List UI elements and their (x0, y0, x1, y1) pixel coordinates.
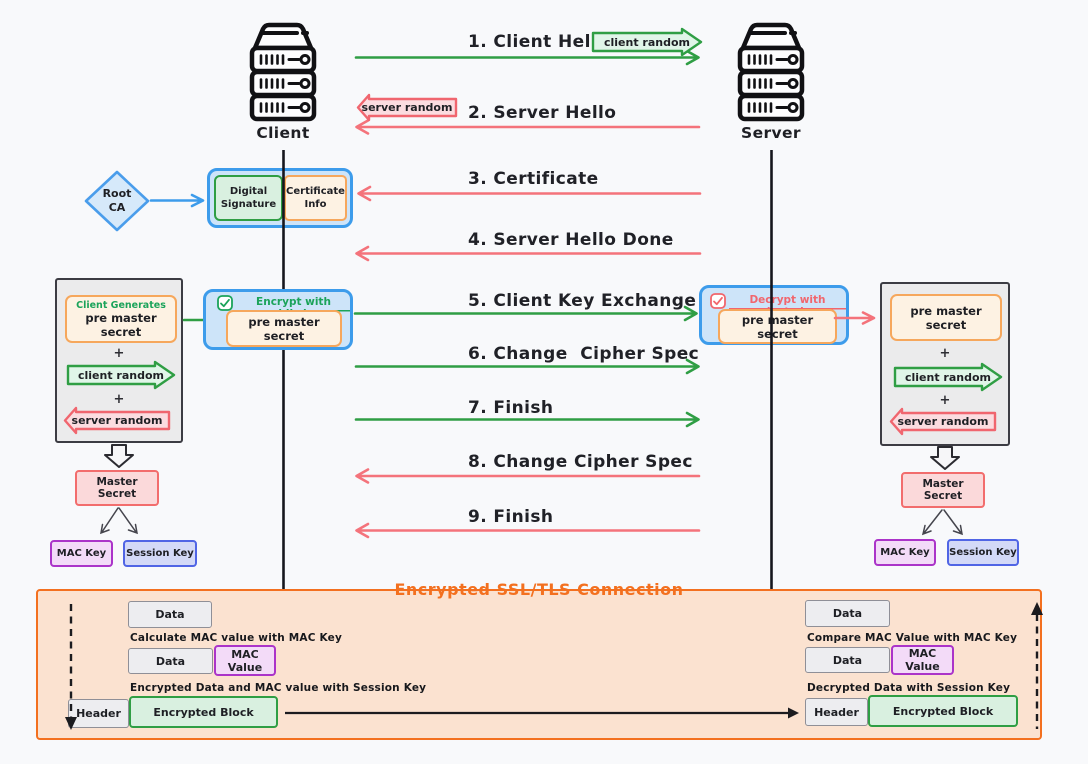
caption-encrypted-data: Encrypted Data and MAC value with Sessio… (130, 682, 427, 694)
message-label-1: 1. Client Hello (468, 32, 610, 52)
client-pre-master-secret-box: Client Generates pre master secret (65, 295, 177, 343)
server-pre-master-secret-box: pre master secret (890, 294, 1002, 341)
root-ca-diamond: Root CA (84, 170, 150, 232)
client-random-badge: client random (591, 27, 703, 57)
server-icon (737, 22, 805, 122)
caption-calculate-mac: Calculate MAC value with MAC Key (130, 632, 342, 644)
data-box: Data (805, 647, 890, 673)
mac-key-box: MAC Key (50, 540, 113, 567)
server-label: Server (741, 124, 801, 142)
header-box: Header (68, 699, 129, 728)
master-secret-box: Master Secret (901, 472, 985, 508)
mac-value-box: MAC Value (891, 645, 954, 675)
client-random-label: client random (904, 370, 991, 384)
client-random-pennant: client random (66, 360, 176, 390)
encrypted-block-box: Encrypted Block (868, 695, 1018, 727)
server-random-badge: server random (356, 93, 458, 122)
mac-value-box: MAC Value (214, 645, 276, 676)
header-box: Header (805, 698, 868, 726)
client-generates-label: Client Generates (76, 299, 166, 311)
pre-master-secret-box: pre master secret (718, 309, 837, 344)
caption-decrypted-data: Decrypted Data with Session Key (807, 682, 1011, 694)
message-label-2: 2. Server Hello (468, 103, 617, 123)
data-box: Data (128, 601, 212, 628)
message-label-9: 9. Finish (468, 507, 554, 527)
client-label: Client (256, 124, 310, 142)
plus-sign: + (113, 392, 125, 407)
down-arrow (104, 444, 134, 468)
encrypt-public-key-box: Encrypt with public key pre master secre… (203, 289, 353, 350)
message-label-4: 4. Server Hello Done (468, 230, 674, 250)
data-box: Data (805, 600, 890, 627)
client-icon (249, 22, 317, 122)
server-random-pennant: server random (889, 407, 997, 436)
message-label-3: 3. Certificate (468, 169, 599, 189)
plus-sign: + (939, 393, 951, 408)
server-random-label: server random (897, 415, 989, 428)
mac-key-box: MAC Key (874, 539, 936, 566)
caption-compare-mac: Compare MAC Value with MAC Key (807, 632, 1018, 644)
encrypted-section-title: Encrypted SSL/TLS Connection (394, 580, 684, 599)
plus-sign: + (113, 346, 125, 361)
client-random-label: client random (77, 368, 164, 382)
message-label-5: 5. Client Key Exchange (468, 291, 697, 311)
server-random-badge-label: server random (361, 101, 453, 114)
root-ca-arrow (149, 193, 205, 208)
root-ca-label: Root CA (102, 187, 132, 214)
data-box: Data (128, 648, 213, 674)
server-random-pennant: server random (63, 406, 171, 435)
session-key-box: Session Key (123, 540, 197, 567)
message-label-8: 8. Change Cipher Spec (468, 452, 693, 472)
digital-signature-box: Digital Signature (214, 175, 283, 221)
decrypt-private-key-box: Decrypt with private key pre master secr… (699, 285, 849, 345)
check-icon (710, 293, 726, 309)
message-label-7: 7. Finish (468, 398, 554, 418)
encrypted-block-box: Encrypted Block (129, 696, 278, 728)
pre-master-secret-label: pre master secret (85, 310, 157, 339)
pre-master-secret-box: pre master secret (226, 310, 342, 347)
client-random-pennant: client random (893, 362, 1003, 392)
down-arrow (930, 446, 960, 470)
plus-sign: + (939, 346, 951, 361)
message-label-6: 6. Change Cipher Spec (468, 344, 700, 364)
certificate-info-box: Certificate Info (284, 175, 347, 221)
master-secret-box: Master Secret (75, 470, 159, 506)
check-icon (217, 295, 233, 311)
client-random-badge-label: client random (603, 35, 690, 49)
server-random-label: server random (71, 414, 163, 427)
session-key-box: Session Key (947, 539, 1019, 566)
